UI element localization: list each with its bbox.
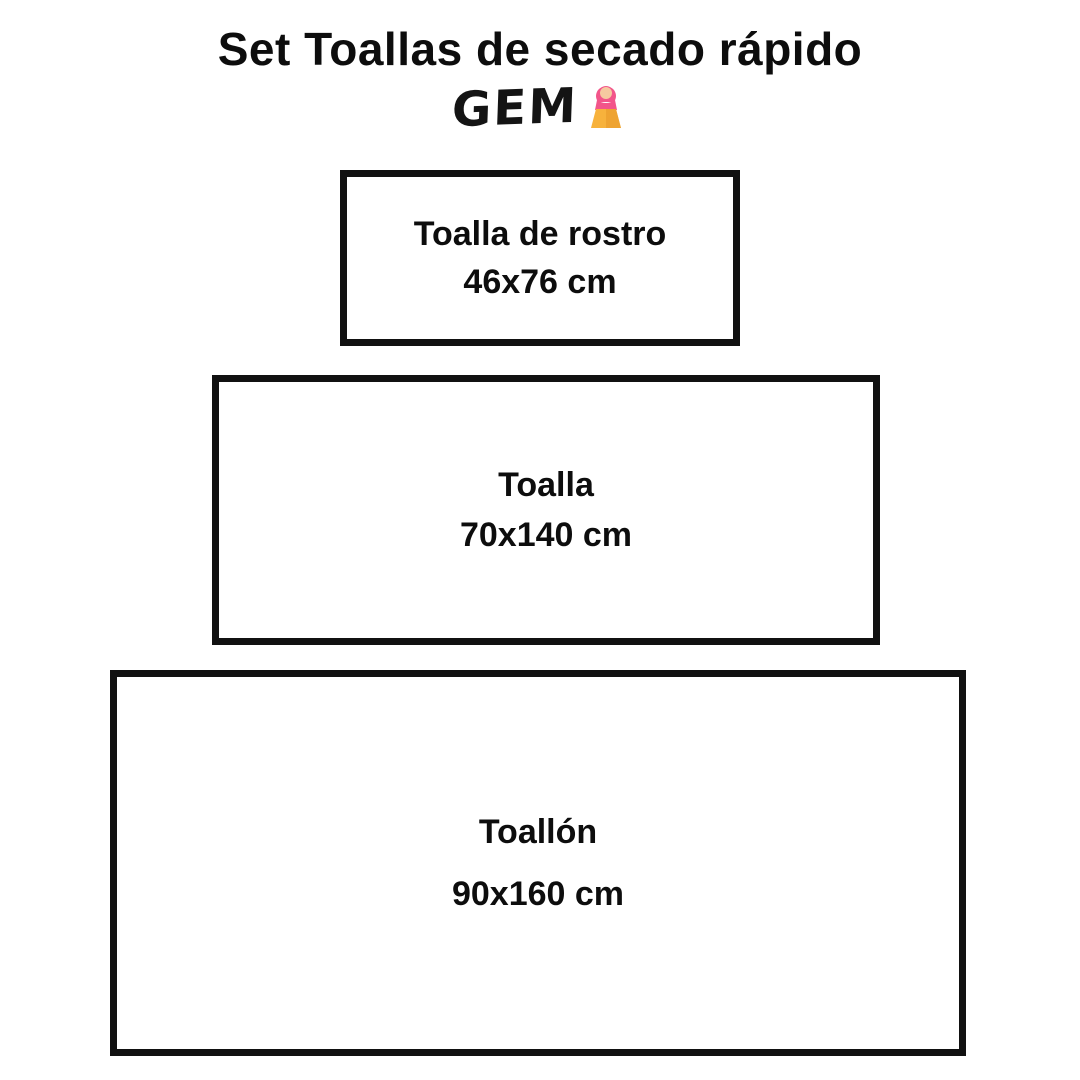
woman-icon (584, 80, 628, 132)
logo-text: GEM (450, 77, 580, 139)
towel-box-face: Toalla de rostro 46x76 cm (340, 170, 740, 346)
towel-size: 70x140 cm (459, 516, 633, 554)
brand-logo: GEM (0, 77, 1080, 139)
towel-label: Toalla de rostro (413, 214, 667, 253)
towel-box-large: Toallón 90x160 cm (110, 670, 966, 1056)
towel-size: 46x76 cm (463, 263, 617, 301)
towel-label: Toalla (498, 465, 594, 504)
towel-label: Toallón (478, 812, 598, 851)
page-title: Set Toallas de secado rápido (217, 23, 863, 75)
towel-size: 90x160 cm (451, 875, 625, 913)
towel-box-medium: Toalla 70x140 cm (212, 375, 880, 645)
